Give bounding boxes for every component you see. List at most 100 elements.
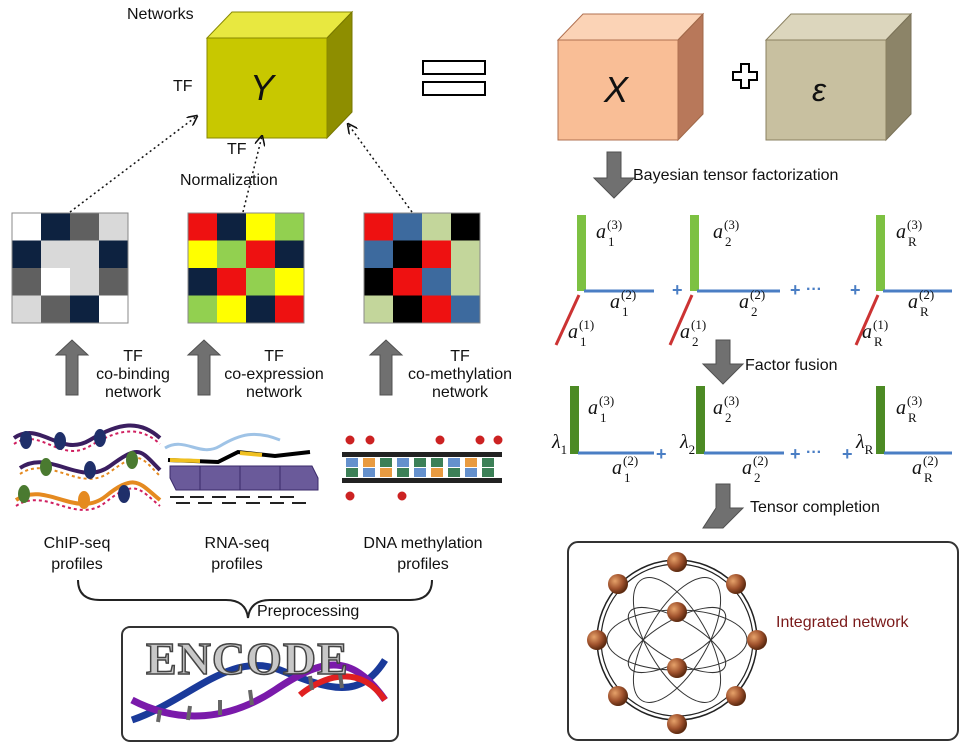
- preprocessing-brace: [77, 579, 433, 619]
- matrix-cell: [246, 295, 275, 323]
- matrix-cell: [422, 268, 451, 296]
- matrix-cell: [217, 295, 246, 323]
- base-pair-block: [414, 468, 426, 477]
- matrix-cell: [12, 295, 41, 323]
- svg-text:···: ···: [806, 281, 822, 298]
- matrix-cell: [99, 240, 128, 268]
- matrix-border: [11, 212, 129, 324]
- matrix-cell: [393, 240, 422, 268]
- co-expression-label: TF co-expression network: [224, 348, 324, 401]
- base-pair-block: [482, 458, 494, 467]
- rank1-term-2: [668, 215, 780, 346]
- tf-axis-bottom: TF: [227, 141, 247, 158]
- matrix-cell: [70, 295, 99, 323]
- svg-text:···: ···: [806, 444, 822, 461]
- factor-vector-label: a(2)2: [739, 287, 766, 319]
- base-pair-block: [346, 458, 358, 467]
- matrix-cell: [188, 295, 217, 323]
- matrix-cell: [275, 295, 304, 323]
- tensor-completion-label: Tensor completion: [750, 499, 880, 516]
- matrix-cell: [422, 295, 451, 323]
- svg-text:+: +: [672, 280, 683, 300]
- matrix-cell: [188, 213, 217, 241]
- dna-methylation-illustration: [342, 434, 504, 502]
- chip-seq-profiles-label: ChIP-seq profiles: [43, 535, 111, 573]
- lambda-weight-label: λ1: [552, 431, 568, 457]
- matrix-cell: [451, 240, 480, 268]
- factor-vector-label: a(3)1: [596, 217, 623, 249]
- factor-vector-label: a(3)2: [713, 393, 740, 425]
- factor-vector-label: a(3)1: [588, 393, 615, 425]
- matrix-cell: [12, 268, 41, 296]
- dna-methylation-profiles-label: DNA methylation profiles: [363, 535, 483, 573]
- matrix-cell: [188, 268, 217, 296]
- base-pair-block: [431, 468, 443, 477]
- cube-y: [205, 10, 354, 140]
- matrix-cell: [70, 268, 99, 296]
- factor-vector-label: a(2)1: [610, 287, 637, 319]
- matrix-cell: [422, 213, 451, 241]
- rank1-term-1: [554, 215, 654, 346]
- plus-sign: [732, 63, 758, 89]
- network-graph: [587, 552, 767, 734]
- matrix-cell: [364, 268, 393, 296]
- factor-vector-label: a(2)2: [742, 453, 769, 485]
- base-pair-block: [380, 458, 392, 467]
- matrix-cell: [99, 268, 128, 296]
- matrix-cell: [188, 240, 217, 268]
- matrix-cell: [275, 213, 304, 241]
- svg-text:+: +: [656, 444, 667, 464]
- matrix-cell: [275, 268, 304, 296]
- cube-x-label: X: [604, 69, 629, 110]
- svg-text:+: +: [842, 444, 853, 464]
- up-arrows-left: [54, 339, 404, 396]
- bayesian-factorization-label: Bayesian tensor factorization: [633, 167, 839, 184]
- integrated-network-label: Integrated network: [776, 614, 909, 631]
- rank1-term-R: [854, 215, 952, 346]
- svg-text:+: +: [790, 444, 801, 464]
- matrix-cell: [70, 213, 99, 241]
- matrix-cell: [99, 295, 128, 323]
- matrix-cell: [217, 268, 246, 296]
- matrix-cell: [393, 295, 422, 323]
- base-pair-block: [465, 468, 477, 477]
- cube-epsilon-label: ε: [812, 72, 827, 108]
- matrix-cell: [451, 268, 480, 296]
- network-node: [747, 630, 767, 650]
- factor-vector-label: a(2)1: [612, 453, 639, 485]
- matrix-cell: [451, 295, 480, 323]
- factor-vector-label: a(2)R: [912, 453, 939, 485]
- co-methylation-matrix: [363, 212, 481, 324]
- matrix-cell: [393, 268, 422, 296]
- svg-text:+: +: [790, 280, 801, 300]
- svg-text:+: +: [850, 280, 861, 300]
- rna-seq-illustration: [164, 432, 319, 504]
- matrix-cell: [99, 213, 128, 241]
- factor-vector-label: a(3)R: [896, 393, 923, 425]
- matrix-cell: [41, 213, 70, 241]
- preprocessing-label: Preprocessing: [257, 603, 360, 620]
- lambda-weight-label: λ2: [680, 431, 696, 457]
- normalization-label: Normalization: [180, 172, 278, 189]
- network-node: [608, 574, 628, 594]
- co-methylation-label: TF co-methylation network: [407, 348, 513, 401]
- cube-y-label: Y: [250, 67, 275, 108]
- co-binding-matrix: [11, 212, 129, 324]
- matrix-cell: [364, 213, 393, 241]
- network-node: [667, 602, 687, 622]
- network-node: [726, 574, 746, 594]
- base-pair-block: [431, 458, 443, 467]
- encode-logo-text: ENCODE: [145, 633, 349, 684]
- matrix-cell: [364, 240, 393, 268]
- factor-vector-label: a(1)R: [862, 317, 889, 349]
- matrix-border: [363, 212, 481, 324]
- matrix-cell: [246, 213, 275, 241]
- base-pair-block: [363, 458, 375, 467]
- factor-vector-label: a(1)1: [568, 317, 595, 349]
- base-pair-block: [448, 468, 460, 477]
- factor-vector-label: a(3)R: [896, 217, 923, 249]
- base-pair-block: [380, 468, 392, 477]
- network-node: [667, 552, 687, 572]
- matrix-cell: [70, 240, 99, 268]
